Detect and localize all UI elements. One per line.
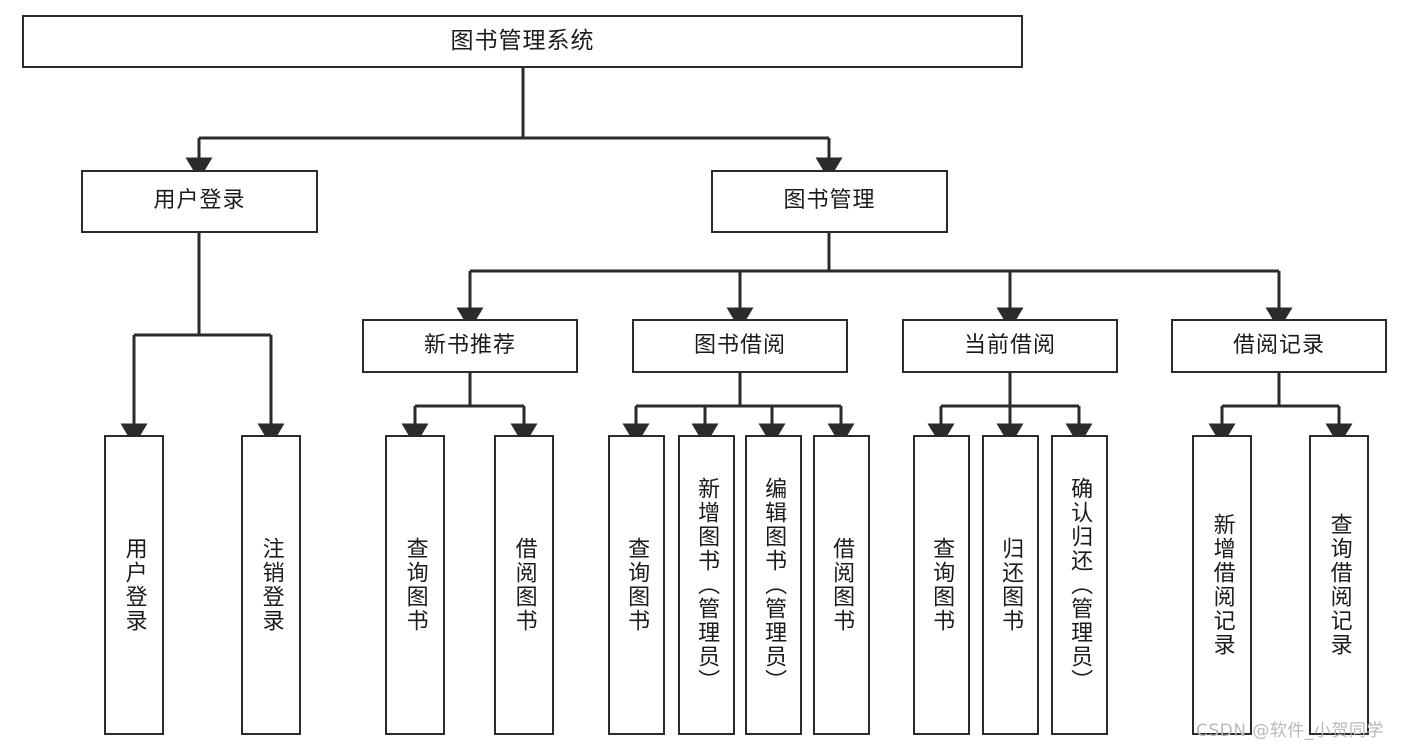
leaf-confirm-return-admin[interactable]: 确认归还（管理员）	[1051, 435, 1108, 735]
arrows-new-book-to-leaves	[401, 406, 538, 446]
leaf-borrow-books[interactable]: 借阅图书	[813, 435, 870, 735]
leaf-query-books-new[interactable]: 查询图书	[385, 435, 445, 735]
node-label: 归还图书	[998, 537, 1024, 633]
edges-borrow-to-leaves	[636, 373, 841, 408]
node-label: 查询图书	[624, 537, 650, 633]
arrows-book-mgmt-to-level3	[456, 271, 1293, 330]
arrows-borrow-to-leaves	[622, 406, 855, 446]
node-label: 查询借阅记录	[1326, 513, 1352, 657]
node-book-management[interactable]: 图书管理	[711, 170, 948, 233]
node-label: 确认归还（管理员）	[1067, 477, 1093, 693]
node-user-login[interactable]: 用户登录	[81, 170, 318, 233]
node-label: 借阅图书	[829, 537, 855, 633]
leaf-edit-book-admin[interactable]: 编辑图书（管理员）	[745, 435, 802, 735]
arrows-root-to-level2	[185, 138, 843, 180]
node-label: 新增图书（管理员）	[694, 477, 720, 693]
node-label: 图书管理系统	[450, 27, 595, 54]
leaf-query-borrow-record[interactable]: 查询借阅记录	[1309, 435, 1369, 735]
arrows-current-to-leaves	[927, 406, 1093, 446]
edges-user-login-to-leaves	[134, 233, 271, 337]
node-label: 查询图书	[402, 537, 428, 633]
node-label: 新书推荐	[423, 332, 516, 358]
node-label: 注销登录	[258, 537, 284, 633]
node-book-borrowing[interactable]: 图书借阅	[632, 319, 848, 373]
leaf-query-books-current[interactable]: 查询图书	[913, 435, 970, 735]
leaf-add-borrow-record[interactable]: 新增借阅记录	[1192, 435, 1252, 735]
node-label: 用户登录	[121, 537, 147, 633]
arrows-records-to-leaves	[1208, 406, 1353, 446]
arrows-user-login-to-leaves	[120, 335, 285, 446]
node-new-book-recommendation[interactable]: 新书推荐	[362, 319, 578, 373]
leaf-borrow-books-new[interactable]: 借阅图书	[494, 435, 554, 735]
node-label: 图书借阅	[693, 332, 786, 358]
node-borrowing-records[interactable]: 借阅记录	[1171, 319, 1387, 373]
edges-book-mgmt-to-level3	[470, 233, 1279, 273]
leaf-user-login[interactable]: 用户登录	[104, 435, 164, 735]
edges-records-to-leaves	[1222, 373, 1339, 408]
leaf-query-books-borrow[interactable]: 查询图书	[608, 435, 665, 735]
leaf-return-books[interactable]: 归还图书	[982, 435, 1039, 735]
leaf-add-book-admin[interactable]: 新增图书（管理员）	[678, 435, 735, 735]
edges-new-book-to-leaves	[415, 373, 524, 408]
node-label: 编辑图书（管理员）	[761, 477, 787, 693]
node-label: 查询图书	[929, 537, 955, 633]
node-current-borrowing[interactable]: 当前借阅	[902, 319, 1118, 373]
node-label: 当前借阅	[963, 332, 1056, 358]
node-label: 借阅记录	[1232, 332, 1325, 358]
node-root-book-management-system[interactable]: 图书管理系统	[22, 15, 1023, 68]
edges-root-to-level2	[199, 68, 829, 140]
node-label: 用户登录	[153, 188, 246, 214]
leaf-logout[interactable]: 注销登录	[241, 435, 301, 735]
node-label: 新增借阅记录	[1209, 513, 1235, 657]
node-label: 图书管理	[783, 188, 876, 214]
node-label: 借阅图书	[511, 537, 537, 633]
edges-current-to-leaves	[941, 373, 1079, 408]
